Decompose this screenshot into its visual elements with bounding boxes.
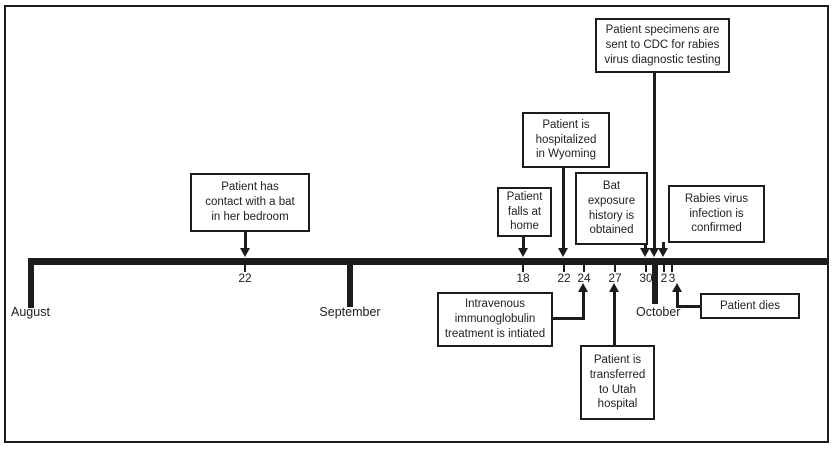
month-label-september: September bbox=[319, 305, 381, 319]
tick-oct-2 bbox=[663, 265, 665, 272]
tick-sep-24 bbox=[583, 265, 585, 272]
connector-falls bbox=[522, 236, 525, 249]
month-divider-october bbox=[652, 258, 658, 304]
connector-cdc-specimens bbox=[653, 72, 656, 249]
arrowhead-hospitalized bbox=[558, 248, 568, 257]
arrowhead-dies bbox=[672, 283, 682, 292]
connector-bat-history bbox=[644, 244, 647, 249]
tick-label-sep-22: 22 bbox=[557, 271, 571, 285]
tick-aug-22 bbox=[244, 265, 246, 272]
connector-hospitalized bbox=[562, 167, 565, 249]
tick-sep-18 bbox=[522, 265, 524, 272]
arrowhead-bat-contact bbox=[240, 248, 250, 257]
connector-ivig-horizontal bbox=[552, 317, 585, 320]
tick-label-sep-30: 30 bbox=[639, 271, 653, 285]
tick-label-aug-22: 22 bbox=[238, 271, 252, 285]
tick-label-sep-18: 18 bbox=[516, 271, 530, 285]
event-box-bat-history: Bat exposure history is obtained bbox=[575, 172, 648, 245]
connector-confirmed bbox=[662, 242, 665, 249]
month-label-august: August bbox=[11, 305, 50, 319]
event-box-hospitalized: Patient is hospitalized in Wyoming bbox=[522, 112, 610, 168]
arrowhead-cdc-specimens bbox=[649, 248, 659, 257]
connector-dies-vertical bbox=[676, 291, 679, 308]
event-box-bat-contact: Patient has contact with a bat in her be… bbox=[190, 173, 310, 232]
tick-label-oct-3: 3 bbox=[668, 271, 676, 285]
tick-label-sep-24: 24 bbox=[577, 271, 591, 285]
diagram-frame bbox=[4, 5, 829, 443]
month-label-october: October bbox=[636, 305, 681, 319]
month-divider-september bbox=[347, 258, 353, 307]
arrowhead-bat-history bbox=[640, 248, 650, 257]
tick-sep-22 bbox=[563, 265, 565, 272]
tick-sep-30 bbox=[645, 265, 647, 272]
timeline-bar bbox=[28, 258, 827, 265]
arrowhead-falls bbox=[518, 248, 528, 257]
event-box-transferred: Patient is transferred to Utah hospital bbox=[580, 345, 655, 420]
event-box-ivig: Intravenous immunoglobulin treatment is … bbox=[437, 292, 553, 347]
event-box-confirmed: Rabies virus infection is confirmed bbox=[668, 185, 765, 243]
event-box-dies: Patient dies bbox=[700, 293, 800, 319]
arrowhead-transferred bbox=[609, 283, 619, 292]
month-divider-august bbox=[28, 258, 34, 308]
tick-label-oct-2: 2 bbox=[660, 271, 668, 285]
connector-ivig-vertical bbox=[582, 291, 585, 320]
arrowhead-ivig bbox=[578, 283, 588, 292]
connector-bat-contact bbox=[244, 232, 247, 249]
tick-label-sep-27: 27 bbox=[608, 271, 622, 285]
arrowhead-confirmed bbox=[658, 248, 668, 257]
tick-oct-3 bbox=[671, 265, 673, 272]
connector-transferred bbox=[613, 291, 616, 346]
tick-sep-27 bbox=[614, 265, 616, 272]
event-box-falls: Patient falls at home bbox=[497, 187, 552, 237]
event-box-cdc-specimens: Patient specimens are sent to CDC for ra… bbox=[595, 18, 730, 73]
connector-dies-horizontal bbox=[676, 305, 702, 308]
